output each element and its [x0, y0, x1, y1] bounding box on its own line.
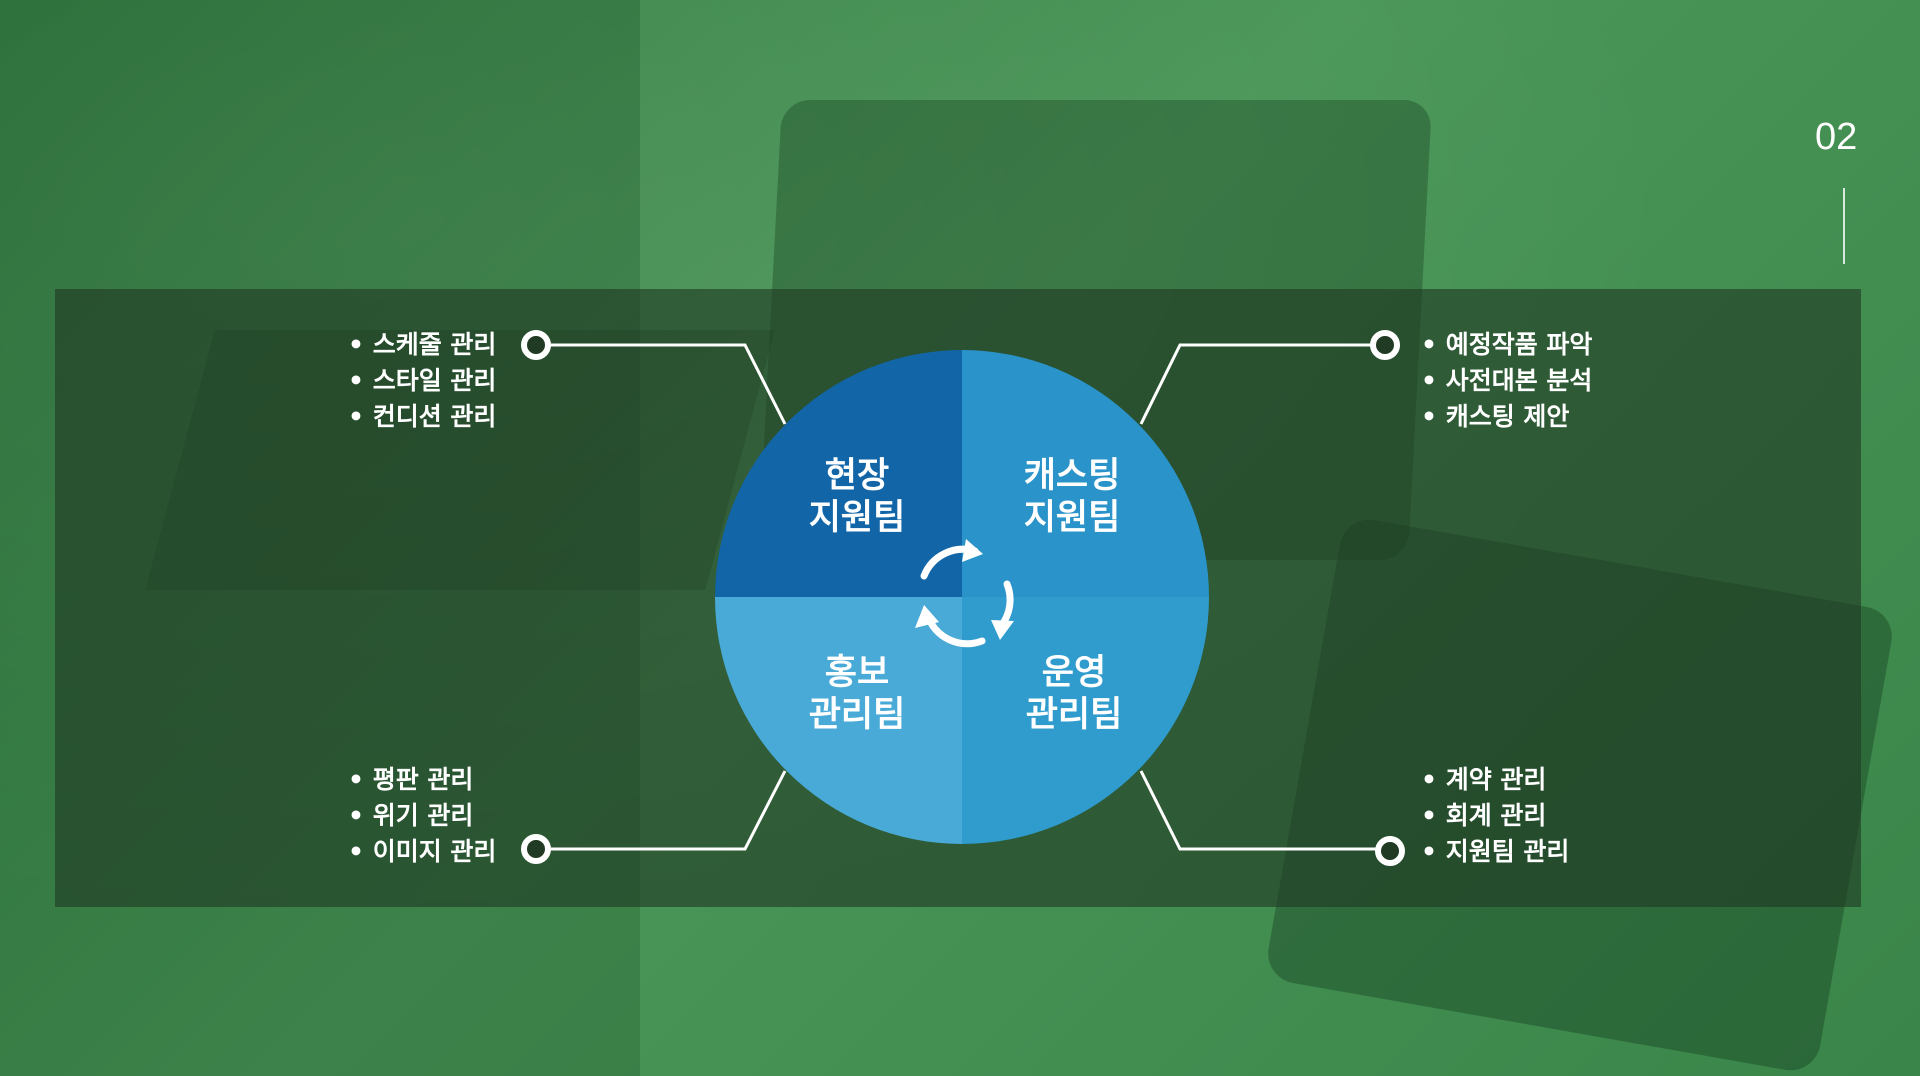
- connector-bottom-right: [1139, 770, 1390, 851]
- bullet-list-top-right: 예정작품 파악 사전대본 분석 캐스팅 제안: [1421, 327, 1593, 435]
- connectors: [536, 343, 1390, 851]
- ring-marker-top-right: [1370, 330, 1400, 360]
- list-item: 위기 관리: [348, 798, 496, 834]
- quadrant-top-right: [962, 350, 1209, 597]
- connector-bottom-left: [536, 770, 787, 851]
- list-item: 캐스팅 제안: [1421, 399, 1592, 435]
- list-item: 컨디션 관리: [348, 399, 497, 435]
- list-item: 평판 관리: [348, 762, 496, 798]
- connector-top-left: [536, 343, 787, 425]
- ring-marker-top-left: [521, 330, 551, 360]
- quadrant-label-top-left: 현장 지원팀: [808, 456, 906, 538]
- list-item: 이미지 관리: [348, 834, 497, 870]
- quadrant-label-top-right: 캐스팅 지원팀: [1023, 456, 1121, 538]
- quadrant-bottom-right: [962, 597, 1209, 844]
- bullet-list-top-left: 스케줄 관리 스타일 관리 컨디션 관리: [348, 327, 497, 435]
- bullet-list-bottom-left: 평판 관리 위기 관리 이미지 관리: [348, 762, 497, 870]
- page-number: 02: [1815, 116, 1858, 158]
- page-number-rule: [1843, 188, 1845, 264]
- ring-marker-bottom-right: [1375, 836, 1405, 866]
- bullet-list-bottom-right: 계약 관리 회계 관리 지원팀 관리: [1421, 762, 1570, 870]
- list-item: 예정작품 파악: [1421, 327, 1593, 363]
- ring-marker-bottom-left: [521, 834, 551, 864]
- quadrant-label-bottom-left: 홍보 관리팀: [808, 653, 906, 735]
- list-item: 스타일 관리: [348, 363, 497, 399]
- connector-top-right: [1139, 343, 1385, 425]
- list-item: 지원팀 관리: [1421, 834, 1570, 870]
- list-item: 계약 관리: [1421, 762, 1569, 798]
- list-item: 사전대본 분석: [1421, 363, 1593, 399]
- list-item: 스케줄 관리: [348, 327, 497, 363]
- quadrant-label-bottom-right: 운영 관리팀: [1025, 653, 1123, 735]
- quadrant-bottom-left: [715, 597, 962, 844]
- cycle-arrowheads: [915, 539, 1014, 640]
- list-item: 회계 관리: [1421, 798, 1569, 834]
- quadrant-top-left: [715, 350, 962, 597]
- ring-markers: [521, 330, 1405, 866]
